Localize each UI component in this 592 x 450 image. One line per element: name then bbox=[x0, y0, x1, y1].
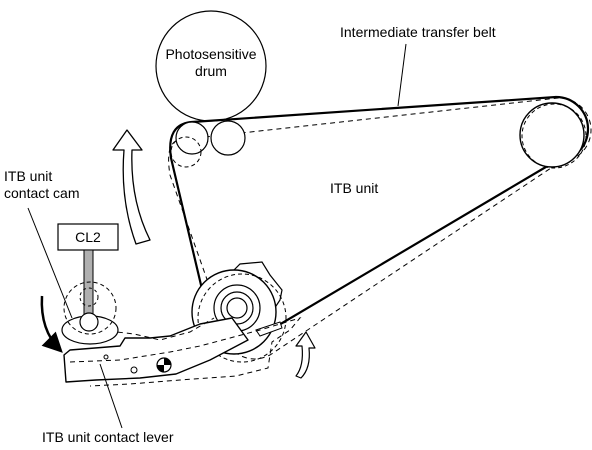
lever-pivot-fill-b bbox=[157, 365, 164, 372]
contact-lever-lowered bbox=[69, 317, 302, 387]
cl2-label: CL2 bbox=[75, 229, 101, 245]
cam-label-line1: ITB unit bbox=[4, 168, 53, 184]
lever-leader-line bbox=[99, 363, 123, 429]
drum-label: Photosensitive drum bbox=[158, 46, 264, 80]
cl2-box bbox=[57, 223, 119, 251]
contact-lever bbox=[63, 317, 249, 383]
contact-lever-lowered-link bbox=[99, 317, 215, 341]
roller-left-lowered bbox=[170, 136, 202, 168]
lever-hole-small bbox=[103, 354, 109, 360]
cam-leader-line bbox=[27, 207, 73, 319]
contact-cam-lowered bbox=[63, 281, 117, 335]
cam-rotation-arrow bbox=[40, 295, 63, 353]
lever-label: ITB unit contact lever bbox=[42, 429, 174, 445]
lever-push-arrow bbox=[295, 331, 316, 379]
drive-roller-lowered bbox=[521, 103, 587, 169]
belt-leader-line bbox=[397, 43, 407, 107]
tension-roller-shaft bbox=[226, 297, 248, 319]
lever-pivot-fill-a bbox=[164, 358, 171, 365]
cam-hub-lowered bbox=[79, 287, 99, 307]
itb-unit-label: ITB unit bbox=[330, 180, 379, 196]
drum-label-line2: drum bbox=[195, 63, 227, 79]
lever-hole bbox=[130, 366, 138, 374]
primary-transfer-roller-right bbox=[210, 120, 246, 156]
cam-label: ITB unit contact cam bbox=[4, 168, 79, 202]
tension-roller-lowered bbox=[197, 273, 287, 363]
belt-label: Intermediate transfer belt bbox=[340, 24, 496, 40]
unit-lift-arrow bbox=[112, 129, 151, 245]
drive-roller bbox=[519, 102, 585, 168]
drum-label-line1: Photosensitive bbox=[165, 46, 257, 62]
cam-hub bbox=[79, 312, 99, 332]
cam-label-line2: contact cam bbox=[4, 185, 80, 201]
